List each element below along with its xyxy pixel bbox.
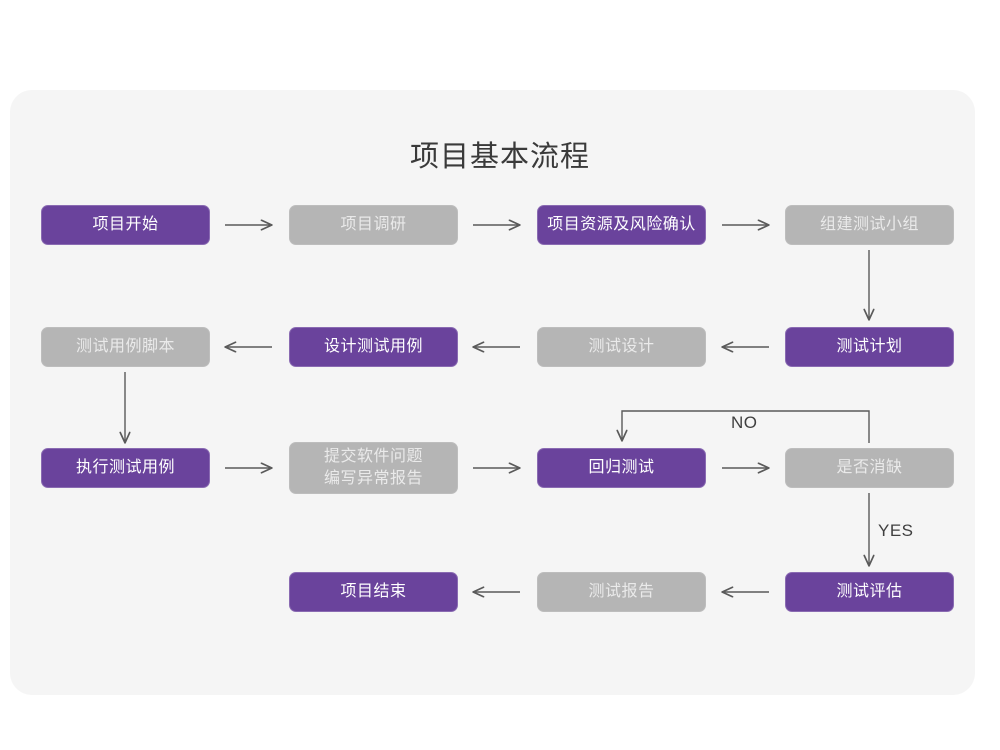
node-label: 测试计划 xyxy=(836,338,903,355)
node-execute-test-cases[interactable]: 执行测试用例 xyxy=(41,448,210,488)
node-design-test-cases[interactable]: 设计测试用例 xyxy=(289,327,458,367)
node-resource-risk-confirmation[interactable]: 项目资源及风险确认 xyxy=(537,205,706,245)
node-regression-test[interactable]: 回归测试 xyxy=(537,448,706,488)
node-project-end[interactable]: 项目结束 xyxy=(289,572,458,612)
node-label: 项目调研 xyxy=(340,216,407,233)
node-form-test-team[interactable]: 组建测试小组 xyxy=(785,205,954,245)
edge-label-yes: YES xyxy=(878,521,914,540)
node-label: 提交软件问题 编写异常报告 xyxy=(323,448,423,487)
node-label: 设计测试用例 xyxy=(323,338,423,355)
node-project-start[interactable]: 项目开始 xyxy=(41,205,210,245)
node-label: 项目开始 xyxy=(92,216,159,233)
node-project-research[interactable]: 项目调研 xyxy=(289,205,458,245)
node-label: 回归测试 xyxy=(588,459,655,476)
edge-label-no: NO xyxy=(731,413,758,432)
node-test-design[interactable]: 测试设计 xyxy=(537,327,706,367)
node-test-plan[interactable]: 测试计划 xyxy=(785,327,954,367)
node-label: 项目结束 xyxy=(340,583,407,600)
node-label: 测试报告 xyxy=(588,583,655,600)
node-submit-defect-report[interactable]: 提交软件问题 编写异常报告 xyxy=(289,442,458,494)
node-label: 是否消缺 xyxy=(836,459,903,476)
node-label: 测试用例脚本 xyxy=(75,338,175,355)
node-test-report[interactable]: 测试报告 xyxy=(537,572,706,612)
node-test-case-script[interactable]: 测试用例脚本 xyxy=(41,327,210,367)
page-title: 项目基本流程 xyxy=(409,141,590,173)
node-label: 测试评估 xyxy=(836,583,903,600)
node-label: 项目资源及风险确认 xyxy=(547,216,696,233)
node-test-evaluation[interactable]: 测试评估 xyxy=(785,572,954,612)
node-label: 测试设计 xyxy=(588,338,655,355)
node-defect-resolved-decision[interactable]: 是否消缺 xyxy=(785,448,954,488)
node-label: 执行测试用例 xyxy=(75,459,175,476)
node-label: 组建测试小组 xyxy=(819,216,919,233)
